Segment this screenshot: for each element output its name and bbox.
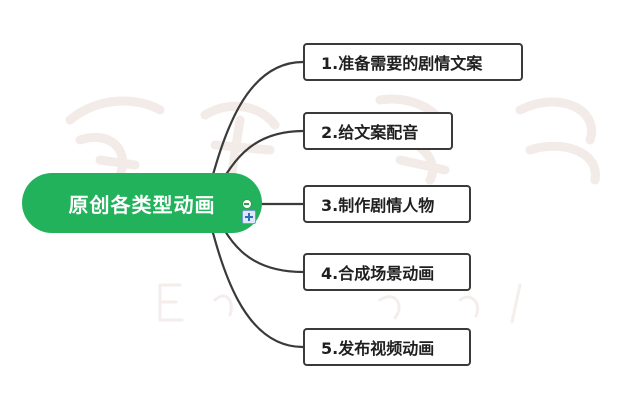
add-node-icon[interactable] bbox=[242, 210, 256, 224]
branch-topic-4[interactable]: 4.合成场景动画 bbox=[303, 253, 471, 291]
root-topic-label: 原创各类型动画 bbox=[68, 192, 216, 217]
root-topic[interactable]: 原创各类型动画 bbox=[22, 173, 262, 233]
branch-topic-label: 1.准备需要的剧情文案 bbox=[321, 54, 483, 73]
collapse-icon[interactable] bbox=[242, 199, 252, 209]
branch-topic-label: 5.发布视频动画 bbox=[321, 339, 435, 358]
branch-topic-2[interactable]: 2.给文案配音 bbox=[303, 112, 453, 150]
branch-topic-label: 2.给文案配音 bbox=[321, 123, 419, 142]
branch-topic-1[interactable]: 1.准备需要的剧情文案 bbox=[303, 43, 523, 81]
branch-topic-3[interactable]: 3.制作剧情人物 bbox=[303, 185, 471, 223]
branch-topic-label: 4.合成场景动画 bbox=[321, 264, 435, 283]
branch-topic-5[interactable]: 5.发布视频动画 bbox=[303, 328, 471, 366]
branch-topic-label: 3.制作剧情人物 bbox=[321, 196, 435, 215]
